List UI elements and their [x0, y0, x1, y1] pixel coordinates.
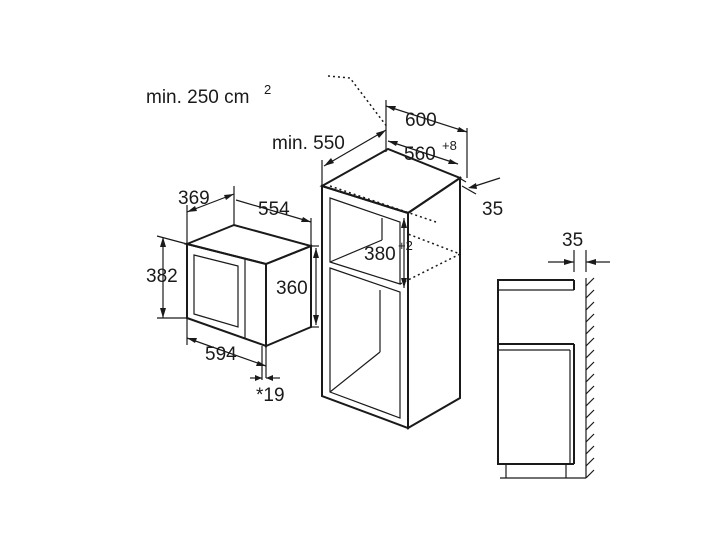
dim-594-arrow-left	[187, 338, 197, 343]
ventilation-area-text: min. 250 cm	[146, 87, 249, 108]
cabinet-niche-height-tolerance: +2	[398, 238, 413, 253]
dim-550-arrow-left	[324, 158, 334, 166]
cabinet-side-face	[407, 176, 461, 430]
dim-380-arrow-top	[401, 218, 407, 228]
microwave-inner-height-label: 360	[276, 278, 308, 299]
dim-19-arrow-left	[255, 375, 262, 381]
microwave-drawing: 369 554 382 360 594 *19	[146, 186, 319, 406]
dim-554-arrow-right	[301, 217, 311, 222]
microwave-width-top-label: 554	[258, 199, 290, 220]
dim-382-extension-top	[156, 235, 188, 245]
dim-35-leader	[471, 177, 501, 188]
dim-600-arrow-left	[386, 106, 396, 111]
microwave-offset-label: *19	[256, 385, 285, 406]
dim-594-line	[186, 337, 267, 367]
dim-382-arrow-top	[160, 237, 166, 247]
side-cabinet-outline	[497, 279, 574, 465]
ventilation-area-exponent: 2	[264, 82, 271, 97]
microwave-front-face	[186, 242, 267, 348]
cabinet-back-gap-label: 35	[482, 199, 503, 220]
cabinet-niche-width-label: 560	[404, 144, 436, 165]
dim-594-arrow-right	[256, 361, 266, 366]
side-dim-arrow-right	[586, 259, 596, 265]
wall-hatching	[585, 277, 595, 479]
dim-369-arrow-left	[187, 206, 197, 212]
dim-550-line	[323, 129, 387, 167]
dim-550-arrow-right	[376, 130, 386, 138]
dim-360-arrow-top	[313, 248, 319, 258]
cabinet-niche-width-tolerance: +8	[442, 138, 457, 153]
cabinet-front-face	[321, 184, 409, 430]
dim-35-arrow	[468, 183, 477, 189]
microwave-front-width-label: 594	[205, 344, 237, 365]
side-dim-arrow-left	[564, 259, 574, 265]
dim-554-line	[235, 199, 312, 223]
cabinet-lower-inner-edge	[329, 351, 381, 393]
dim-35-leader-low	[461, 185, 477, 195]
dim-382-arrow-bottom	[160, 308, 166, 318]
dim-560-arrow-right	[448, 159, 458, 164]
dim-560-arrow-left	[388, 141, 398, 146]
dim-380-arrow-bottom	[401, 278, 407, 288]
cabinet-lower-opening	[329, 267, 401, 419]
cabinet-top-face	[319, 147, 463, 215]
dim-600-arrow-right	[457, 127, 467, 132]
microwave-height-label: 382	[146, 266, 178, 287]
dim-360-arrow-bottom	[313, 315, 319, 325]
microwave-window	[193, 254, 239, 328]
dim-560-line	[387, 140, 459, 165]
ventilation-dotted-line	[327, 75, 389, 129]
cabinet-min-depth-label: min. 550	[272, 133, 345, 154]
dim-19-arrow-right	[266, 375, 273, 381]
cabinet-top-dashed	[329, 185, 437, 223]
dim-35-tick-left	[455, 175, 467, 183]
cabinet-shelf-back	[329, 239, 383, 263]
cabinet-width-label: 600	[405, 110, 437, 131]
dim-600-line	[385, 105, 468, 133]
side-view-drawing: 35	[497, 230, 610, 479]
cabinet-drawing: 600 min. 550 560 +8 35 380 +2	[272, 75, 503, 430]
cabinet-niche-height-label: 380	[364, 244, 396, 265]
ventilation-label: min. 250 cm 2	[146, 82, 271, 108]
microwave-depth-label: 369	[178, 188, 210, 209]
side-view-gap-label: 35	[562, 230, 583, 251]
dim-369-arrow-right	[224, 194, 234, 200]
